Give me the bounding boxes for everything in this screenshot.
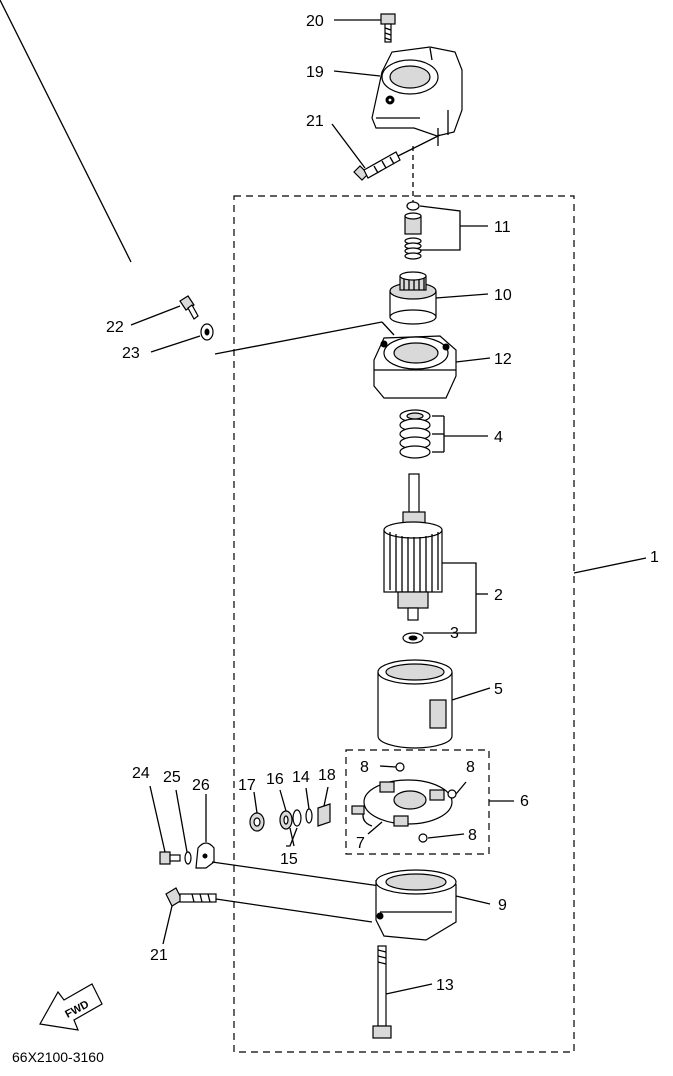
part-25-washer [184, 851, 192, 865]
callout-20: 20 [306, 13, 324, 30]
callout-4: 4 [494, 429, 503, 446]
part-17-nut [249, 812, 265, 832]
callout-24: 24 [132, 765, 150, 782]
callout-19: 19 [306, 64, 324, 81]
callout-5: 5 [494, 681, 503, 698]
brush-holder-dashed-boundary [345, 749, 490, 855]
part-16-nut [279, 810, 293, 830]
callout-21-upper: 21 [306, 113, 324, 130]
callout-12: 12 [494, 351, 512, 368]
callout-23: 23 [122, 345, 140, 362]
part-12-front-cover [373, 335, 457, 399]
callout-1: 1 [650, 549, 659, 566]
callout-7: 7 [356, 835, 365, 852]
diagram-code: 66X2100-3160 [12, 1049, 104, 1065]
callout-22: 22 [106, 319, 124, 336]
callout-21-lower: 21 [150, 947, 168, 964]
callout-2: 2 [494, 587, 503, 604]
callout-8-top: 8 [360, 759, 369, 776]
part-2-armature [383, 473, 443, 621]
callout-17: 17 [238, 777, 256, 794]
callout-3: 3 [450, 625, 459, 642]
part-22-screw [179, 295, 199, 320]
part-6-brush-holder [351, 762, 457, 843]
part-19-upper-bracket [371, 46, 463, 146]
part-5-yoke [377, 659, 453, 749]
leader-lines [0, 0, 647, 995]
part-23-washer [200, 323, 214, 341]
part-21-bolt-upper [353, 151, 401, 181]
callout-8-right: 8 [466, 759, 475, 776]
callout-11: 11 [494, 219, 511, 236]
part-14-washer [305, 808, 313, 824]
callout-6: 6 [520, 793, 529, 810]
callout-labels: 20 19 21 11 10 22 23 12 4 1 2 3 5 8 8 8 … [106, 13, 659, 994]
callout-10: 10 [494, 287, 512, 304]
fwd-arrow-icon: FWD [39, 983, 103, 1031]
part-18-terminal [317, 803, 331, 827]
callout-18: 18 [318, 767, 336, 784]
part-15-washer [292, 809, 302, 827]
starter-assembly-dashed-boundary [233, 195, 575, 1053]
part-10-pinion-gear [389, 271, 437, 325]
callout-25: 25 [163, 769, 181, 786]
callout-13: 13 [436, 977, 454, 994]
callout-26: 26 [192, 777, 210, 794]
part-4-springs [399, 409, 431, 459]
callout-15: 15 [280, 851, 298, 868]
callout-14: 14 [292, 769, 310, 786]
part-3-washer [402, 632, 424, 644]
callout-9: 9 [498, 897, 507, 914]
part-20-bolt [380, 13, 396, 43]
callout-16: 16 [266, 771, 284, 788]
callout-8-bottom: 8 [468, 827, 477, 844]
part-24-bolt [159, 851, 181, 865]
part-13-through-bolt [372, 945, 392, 1039]
part-9-rear-cover [375, 869, 457, 941]
part-26-clamp [195, 842, 215, 869]
part-11-spacer-spring [404, 201, 422, 260]
part-21-bolt-lower [165, 887, 217, 907]
